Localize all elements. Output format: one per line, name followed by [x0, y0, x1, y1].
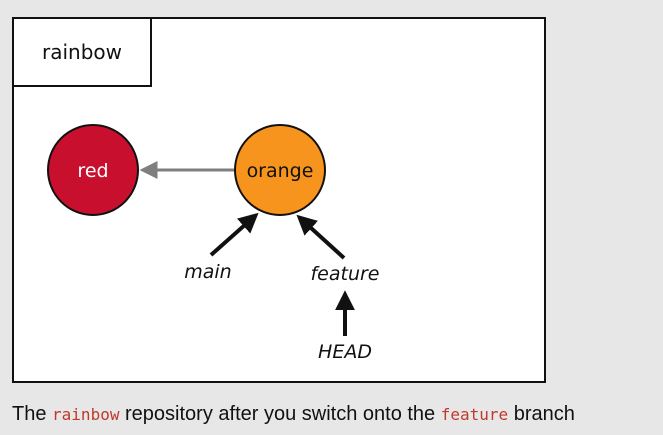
caption-text-1: The [12, 403, 53, 425]
figure-caption: The rainbow repository after you switch … [12, 403, 575, 426]
commit-orange-label: orange [247, 160, 314, 182]
repository-name: rainbow [42, 40, 122, 64]
feature-ref-arrow [296, 214, 346, 260]
caption-code-feature: feature [440, 405, 509, 424]
commit-red-node [47, 124, 139, 216]
caption-code-rainbow: rainbow [52, 405, 120, 424]
branch-feature-label: feature [310, 263, 379, 285]
commit-orange-node [234, 124, 326, 216]
main-ref-arrow [209, 212, 259, 257]
head-label: HEAD [318, 341, 372, 363]
repository-name-box: rainbow [12, 17, 152, 87]
branch-main-label: main [184, 261, 231, 283]
caption-text-3: branch [508, 403, 575, 425]
caption-text-2: repository after you switch onto the [119, 403, 441, 425]
commit-red-label: red [77, 160, 108, 182]
